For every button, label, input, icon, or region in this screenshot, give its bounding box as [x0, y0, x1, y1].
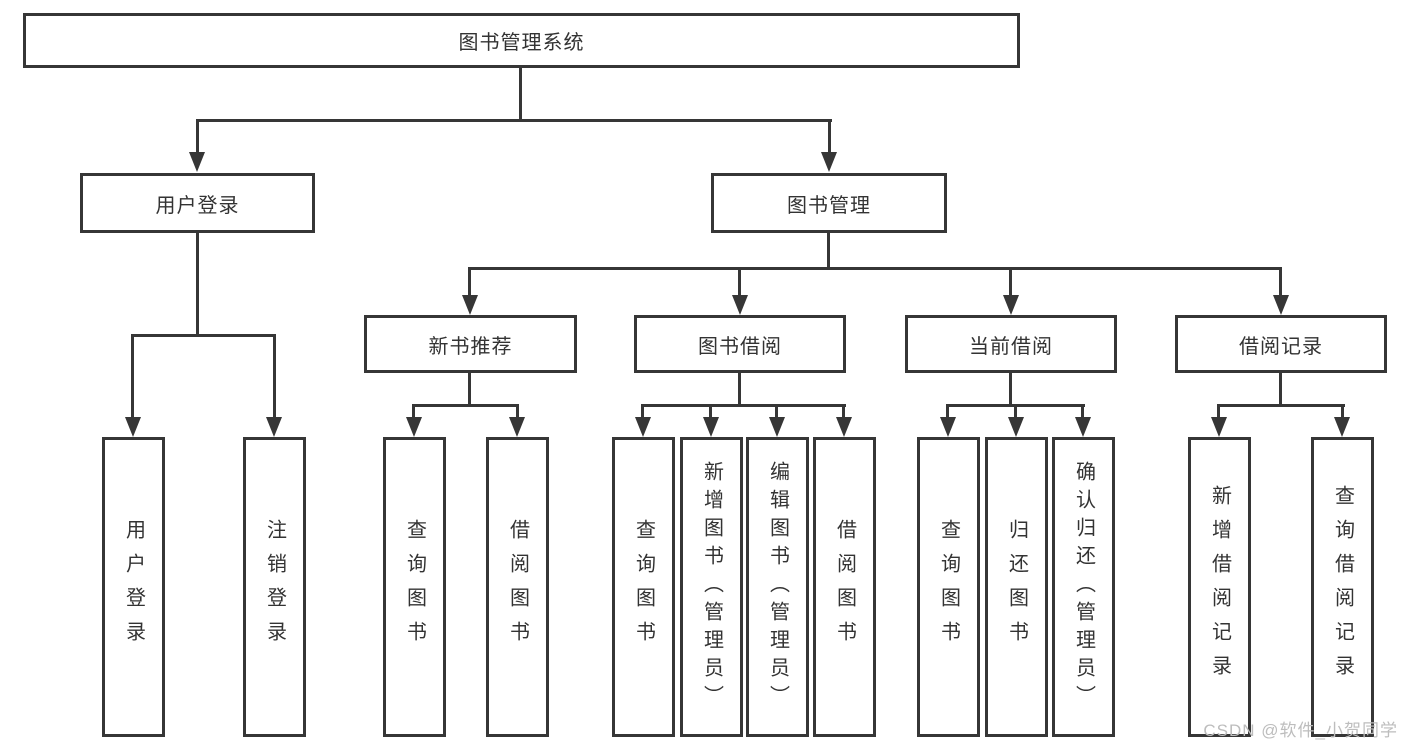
arrow-down-icon [732, 295, 748, 315]
connector-line [468, 267, 1282, 270]
leaf-label: 借阅图书 [833, 519, 856, 655]
connector-line [468, 267, 471, 297]
leaf-label: 确认归还（管理员） [1072, 461, 1095, 713]
node-book-borrowing: 图书借阅 [634, 315, 846, 373]
connector-line [1279, 373, 1282, 407]
arrow-down-icon [462, 295, 478, 315]
leaf-borrow-books-recommend: 借阅图书 [486, 437, 549, 737]
leaf-label: 归还图书 [1005, 519, 1028, 655]
arrow-down-icon [635, 417, 651, 437]
arrow-down-icon [1003, 295, 1019, 315]
arrow-down-icon [1008, 417, 1024, 437]
arrow-down-icon [703, 417, 719, 437]
connector-line [196, 119, 199, 155]
connector-line [775, 404, 778, 420]
connector-line [516, 404, 519, 420]
connector-line [1014, 404, 1017, 420]
connector-line [828, 119, 831, 155]
watermark: CSDN @软件_小贺同学 [1203, 721, 1398, 740]
connector-line [273, 334, 276, 419]
node-book-management: 图书管理 [711, 173, 947, 233]
leaf-edit-books-admin: 编辑图书（管理员） [746, 437, 809, 737]
leaf-add-borrow-record: 新增借阅记录 [1188, 437, 1251, 737]
connector-line [131, 334, 134, 419]
node-label: 图书借阅 [698, 335, 782, 358]
leaf-label: 查询图书 [403, 519, 426, 655]
connector-line [468, 373, 471, 407]
connector-line [842, 404, 845, 420]
connector-line [1341, 404, 1344, 420]
leaf-borrow-books-borrowing: 借阅图书 [813, 437, 876, 737]
node-new-book-recommend: 新书推荐 [364, 315, 577, 373]
connector-line [709, 404, 712, 420]
connector-line [1279, 267, 1282, 297]
arrow-down-icon [769, 417, 785, 437]
leaf-query-books-recommend: 查询图书 [383, 437, 446, 737]
node-user-login: 用户登录 [80, 173, 315, 233]
node-label: 用户登录 [155, 194, 240, 217]
leaf-label: 用户登录 [122, 519, 145, 655]
node-borrowing-records: 借阅记录 [1175, 315, 1387, 373]
connector-line [1009, 373, 1012, 407]
connector-line [738, 373, 741, 407]
connector-line [1217, 404, 1345, 407]
node-label: 图书管理 [787, 194, 871, 217]
connector-line [738, 267, 741, 297]
connector-line [641, 404, 846, 407]
arrow-down-icon [509, 417, 525, 437]
connector-line [827, 233, 830, 270]
connector-line [131, 334, 276, 337]
connector-line [1081, 404, 1084, 420]
leaf-label: 查询借阅记录 [1331, 485, 1354, 689]
arrow-down-icon [189, 152, 205, 172]
arrow-down-icon [836, 417, 852, 437]
leaf-label: 新增图书（管理员） [700, 461, 723, 713]
leaf-label: 编辑图书（管理员） [766, 461, 789, 713]
connector-line [196, 119, 832, 122]
node-label: 借阅记录 [1239, 335, 1323, 358]
arrow-down-icon [266, 417, 282, 437]
connector-line [412, 404, 519, 407]
arrow-down-icon [1075, 417, 1091, 437]
node-current-borrowing: 当前借阅 [905, 315, 1117, 373]
arrow-down-icon [940, 417, 956, 437]
leaf-logout: 注销登录 [243, 437, 306, 737]
node-library-system: 图书管理系统 [23, 13, 1020, 68]
connector-line [1217, 404, 1220, 420]
leaf-query-borrow-record: 查询借阅记录 [1311, 437, 1374, 737]
leaf-user-login: 用户登录 [102, 437, 165, 737]
leaf-query-books-borrowing: 查询图书 [612, 437, 675, 737]
arrow-down-icon [1211, 417, 1227, 437]
leaf-label: 查询图书 [937, 519, 960, 655]
node-label: 新书推荐 [428, 335, 513, 358]
leaf-label: 查询图书 [632, 519, 655, 655]
connector-line [412, 404, 415, 420]
connector-line [1009, 267, 1012, 297]
leaf-label: 注销登录 [263, 519, 286, 655]
leaf-return-books: 归还图书 [985, 437, 1048, 737]
leaf-label: 借阅图书 [506, 519, 529, 655]
leaf-label: 新增借阅记录 [1208, 485, 1231, 689]
node-label: 图书管理系统 [458, 32, 585, 54]
arrow-down-icon [406, 417, 422, 437]
arrow-down-icon [1334, 417, 1350, 437]
arrow-down-icon [1273, 295, 1289, 315]
leaf-query-books-current: 查询图书 [917, 437, 980, 737]
connector-line [641, 404, 644, 420]
leaf-add-books-admin: 新增图书（管理员） [680, 437, 743, 737]
connector-line [196, 233, 199, 337]
leaf-confirm-return-admin: 确认归还（管理员） [1052, 437, 1115, 737]
connector-line [946, 404, 949, 420]
arrow-down-icon [821, 152, 837, 172]
connector-line [519, 68, 522, 122]
node-label: 当前借阅 [969, 335, 1053, 358]
arrow-down-icon [125, 417, 141, 437]
